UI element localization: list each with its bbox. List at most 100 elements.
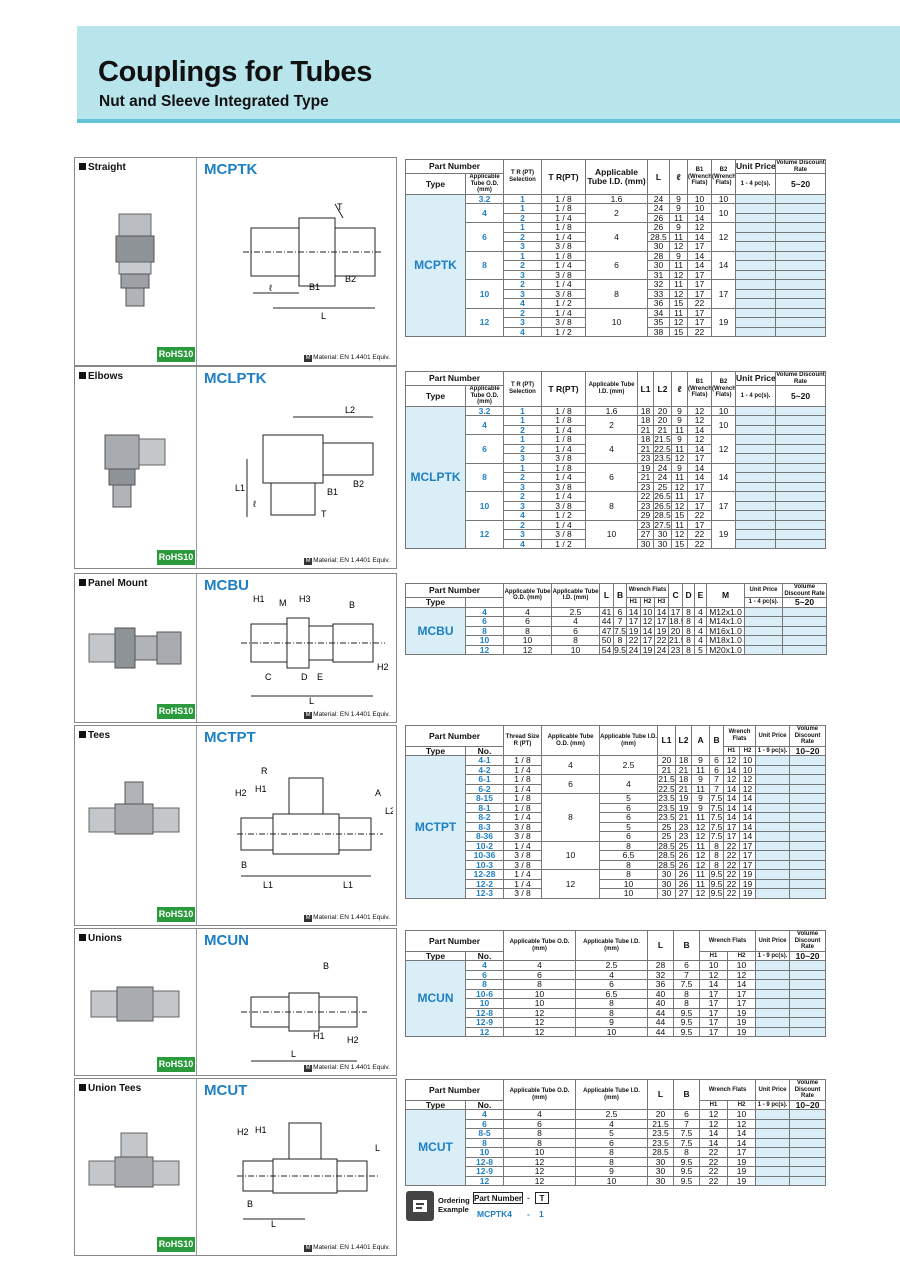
table-cell: M12x1.0 [706,606,746,617]
table-cell: 2 [503,424,543,435]
table-cell: 21 [675,812,693,823]
table-cell: 30 [647,241,671,252]
table-cell: 22 [723,878,741,889]
table-cell: 14 [687,212,713,223]
table-cell: 23.5 [653,453,673,464]
table-cell: 47 [599,625,615,636]
table-cell: 23.5 [647,1128,675,1139]
table-cell: 12 [691,821,711,832]
table-cell: 17 [640,635,656,646]
table-cell: 22 [723,888,741,899]
table-cell [755,1166,791,1177]
table-cell [755,859,791,870]
table-cell: 12 [739,783,757,794]
table-cell: 14 [727,1137,757,1148]
dim-b: B [241,860,247,870]
hdr-b1: B1 (Wrench Flats) [687,371,713,407]
table-cell [735,500,777,511]
table-cell: 7.5 [673,979,701,990]
rohs-badge: RoHS10 [157,347,195,362]
table-cell [775,443,827,454]
table-cell [755,802,791,813]
table-cell: 5 [575,1128,649,1139]
table-cell: 25 [653,481,673,492]
table-cell: 14 [739,802,757,813]
table-cell: 1 [503,434,543,445]
hdr-l1: L1 [637,371,655,407]
table-cell: 40 [647,988,675,999]
table-cell [735,434,777,445]
table-cell [775,491,827,502]
table-cell: 10-6 [464,988,505,999]
table-cell: 12 [723,774,741,785]
hdr-l2: L2 [675,725,693,756]
table-cell: 2 [503,443,543,454]
table-cell: 8 [575,1147,649,1158]
table-cell: 6 [599,812,659,823]
order-dash: - [527,1193,530,1203]
table-cell: 41 [599,606,615,617]
table-cell: 1 / 8 [503,774,543,785]
hdr-t: T R(PT) [541,371,587,407]
table-cell [789,793,827,804]
table-cell: 1 / 8 [541,222,587,233]
hdr-h1: H1 [626,597,642,608]
table-cell: 3 [503,453,543,464]
dim-b2: B2 [353,479,364,489]
hdr-qty: 1 - 4 pc(s). [735,385,777,407]
table-cell: 15 [669,326,689,337]
table-cell: 12 [687,222,713,233]
dim-l1-left: L1 [263,880,273,890]
dim-h3: H3 [299,594,311,604]
table-cell: 6 [585,250,649,280]
hdr-type: Type [405,173,466,195]
table-cell [735,317,777,328]
table-cell: 23 [668,644,684,655]
hdr-qty: 1 - 4 pc(s). [735,173,777,195]
table-cell: 7 [673,1118,701,1129]
table-cell: 36 [647,979,675,990]
table-cell: 12 [503,1175,577,1186]
table-cell: 23.5 [657,793,677,804]
table-cell: 19 [637,462,655,473]
table-cell: 12 [723,755,741,766]
table-cell: 4 [503,538,543,549]
table-cell: 23 [675,831,693,842]
table-cell: 23.5 [657,812,677,823]
table-cell [735,250,777,261]
table-cell: 10-2 [464,840,505,851]
table-cell: 8 [599,859,659,870]
table-cell [775,307,827,318]
table-cell: 9 [691,755,711,766]
dim-l1: L1 [235,483,245,493]
table-cell: 30 [647,1175,675,1186]
table-cell: 3 / 8 [541,241,587,252]
table-cell: 2 [503,472,543,483]
table-cell: 19 [711,307,737,337]
table-cell: 12-3 [464,888,505,899]
table-cell: 19 [654,625,670,636]
table-cell: 7 [673,969,701,980]
table-cell: 21 [657,764,677,775]
table-cell: 3 / 8 [541,481,587,492]
table-cell [775,326,827,337]
table-cell: 8-5 [464,1128,505,1139]
table-cell: 20 [647,1109,675,1120]
table-cell: 12-2 [464,878,505,889]
table-cell: 21.5 [653,434,673,445]
table-cell: 30 [647,1156,675,1167]
table-cell: 24 [653,472,673,483]
